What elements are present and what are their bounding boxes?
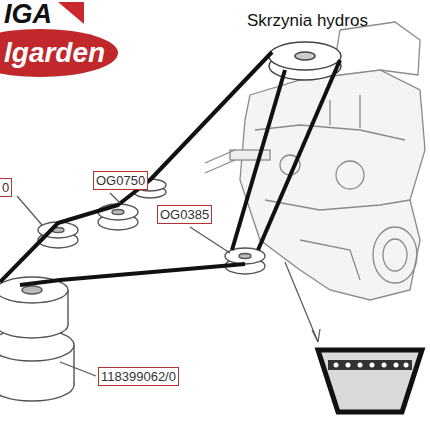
callout-number: OG0750 xyxy=(93,171,148,190)
heading-text: Skrzynia hydros xyxy=(247,12,368,29)
gearbox-pulley xyxy=(269,42,341,80)
logo-mark xyxy=(58,2,84,24)
brand-logo: IGA xyxy=(4,1,52,28)
engine-pulley xyxy=(0,277,74,401)
callout-number: 118399062/0 xyxy=(98,367,179,386)
idler-pulleys xyxy=(38,179,265,274)
logo-oval xyxy=(0,29,118,77)
brand-logo: lgarden xyxy=(4,39,105,67)
drive-belt xyxy=(0,52,340,285)
hydrostatic-gearbox xyxy=(205,22,425,300)
callout-number: 0 xyxy=(0,178,12,197)
leader-lines xyxy=(17,193,320,376)
belt-cross-section xyxy=(318,350,422,412)
callout-number: OG0385 xyxy=(157,205,212,224)
